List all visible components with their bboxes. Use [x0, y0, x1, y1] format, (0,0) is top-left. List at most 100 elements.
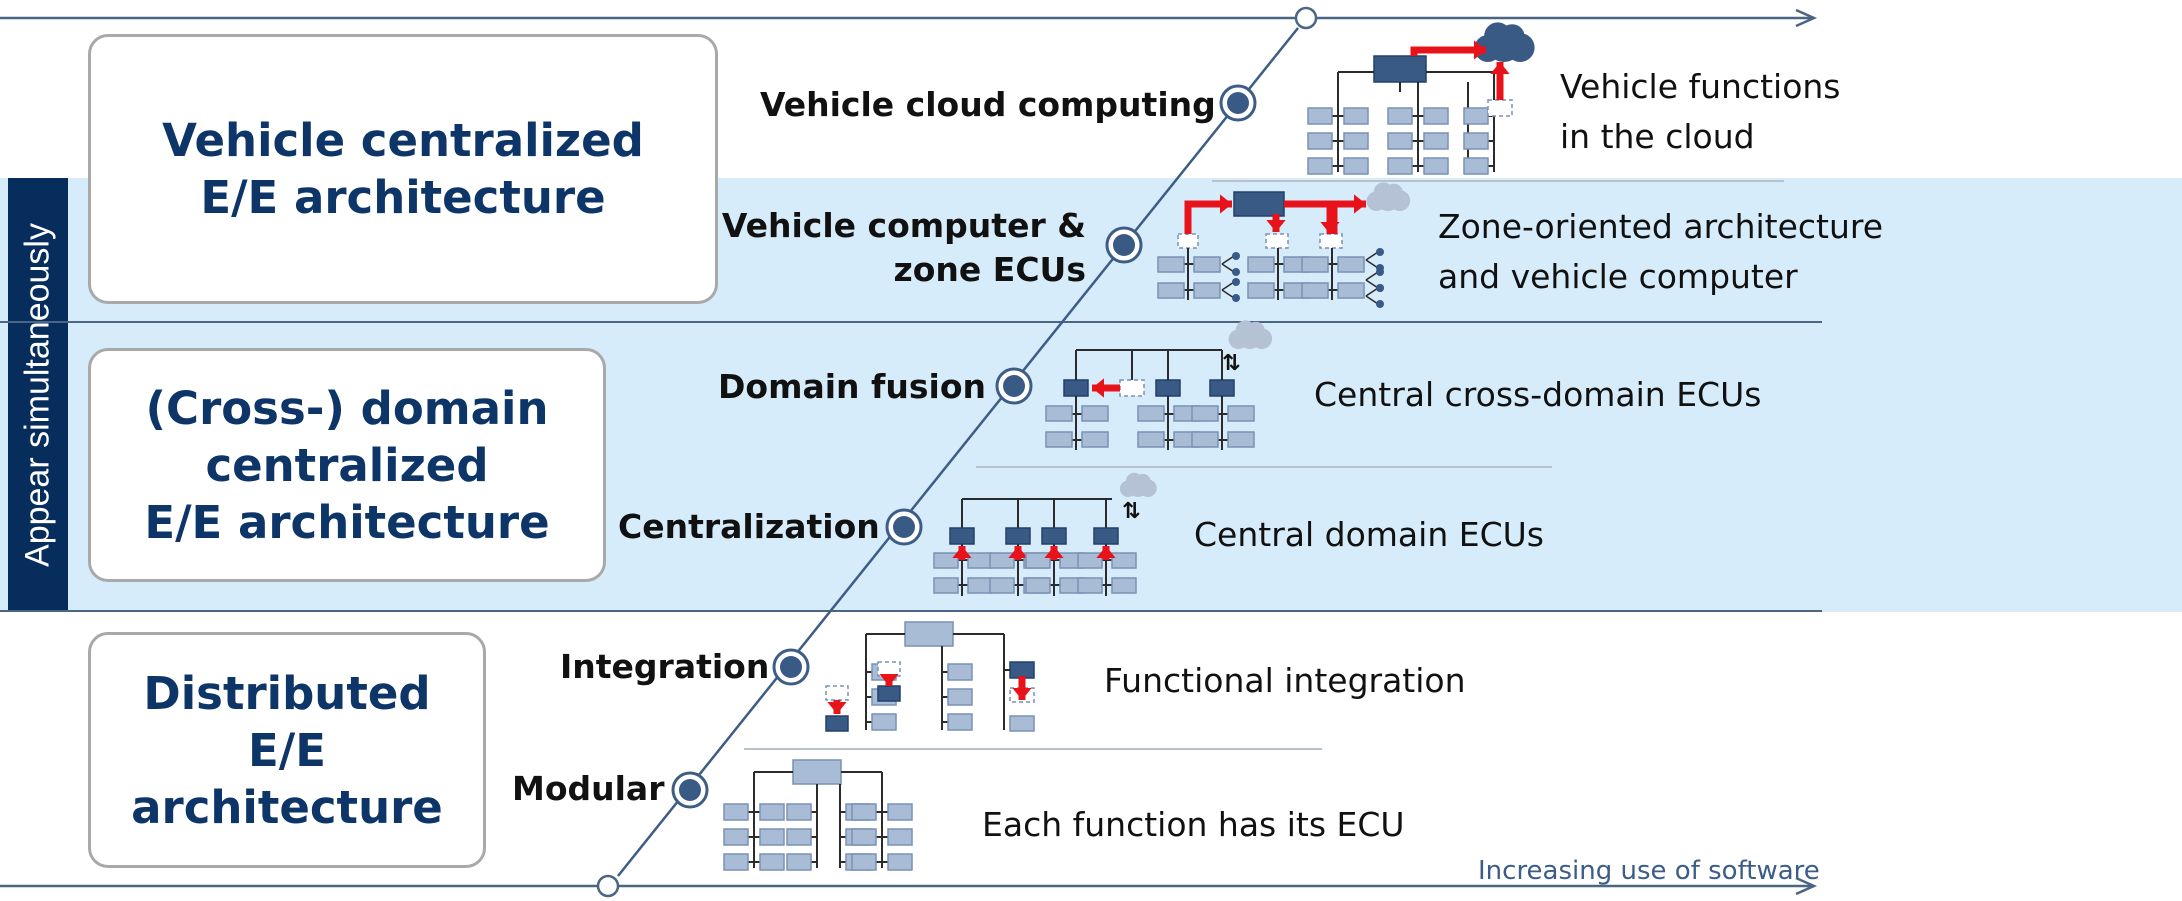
description-line: Functional integration: [1104, 661, 1466, 700]
stage-description-centralization: Central domain ECUs: [1194, 510, 1544, 560]
sensor-link: [1365, 279, 1379, 289]
stage-label-vehicle-cloud-computing: Vehicle cloud computing: [760, 85, 1216, 124]
ecu-unit: [851, 803, 877, 821]
stage-label-domain-fusion: Domain fusion: [718, 367, 986, 406]
stage-marker-dot: [893, 516, 915, 538]
ecu-unit: [1081, 405, 1109, 422]
data-flow-arrowhead: [952, 546, 972, 558]
stage-separator-cloud: [1212, 180, 1784, 182]
sensor-node: [1232, 294, 1240, 302]
ecu-central: [825, 715, 849, 732]
cloud-puff: [1135, 473, 1151, 490]
ecu-unit: [1157, 256, 1185, 273]
ecu-unit: [1193, 282, 1221, 299]
stage-marker: [885, 508, 923, 546]
data-flow-arrowhead: [1092, 378, 1104, 398]
ecu-unit: [1191, 405, 1219, 422]
ecu-placeholder: [1265, 233, 1289, 249]
description-line: Central domain ECUs: [1194, 515, 1544, 554]
description-line: and vehicle computer: [1438, 257, 1798, 296]
ecu-unit: [786, 828, 812, 846]
ecu-unit: [887, 828, 913, 846]
ecu-unit: [1111, 552, 1137, 569]
cloud-puff: [1499, 24, 1525, 50]
ecu-unit: [1423, 132, 1449, 150]
stage-label-vehicle-computer-zone-ecus: Vehicle computer & zone ECUs: [721, 206, 1086, 289]
ecu-gateway: [904, 621, 954, 647]
ecu-unit: [947, 688, 973, 706]
ecu-unit: [723, 828, 749, 846]
sensor-link: [1221, 263, 1235, 273]
ecu-central: [1041, 527, 1067, 545]
ecu-unit: [871, 713, 897, 731]
sensor-link: [1365, 295, 1379, 305]
data-flow-arrow: [1330, 200, 1366, 234]
appear-simultaneously-tab: Appear simultaneously: [8, 178, 68, 612]
ecu-unit: [1111, 577, 1137, 594]
stage-marker: [671, 771, 709, 809]
group-divider-lower: [0, 610, 1822, 612]
sensor-node: [1376, 300, 1384, 308]
ecu-unit: [723, 853, 749, 871]
ecu-unit: [1343, 132, 1369, 150]
ecu-unit: [759, 853, 785, 871]
ecu-placeholder: [825, 685, 849, 701]
group-divider-upper: [0, 321, 1822, 323]
sensor-node: [1376, 268, 1384, 276]
data-flow-arrowhead: [1220, 194, 1232, 214]
ecu-unit: [1025, 577, 1051, 594]
schematic-modular: [723, 759, 913, 871]
group-box-cross-domain: (Cross-) domain centralized E/E architec…: [88, 348, 606, 582]
ecu-unit: [1343, 107, 1369, 125]
sensor-node: [1232, 268, 1240, 276]
data-flow-arrowhead: [1096, 546, 1116, 558]
ecu-unit: [1307, 107, 1333, 125]
group-label-vehicle-centralized: Vehicle centralized E/E architecture: [162, 114, 644, 224]
ecu-unit: [1343, 157, 1369, 175]
group-label-distributed: Distributed E/E architecture: [131, 666, 443, 834]
x-axis-label: Increasing use of software: [1478, 856, 1820, 886]
ecu-unit: [887, 853, 913, 871]
stage-marker: [995, 367, 1033, 405]
ecu-unit: [1045, 405, 1073, 422]
ecu-unit: [1387, 107, 1413, 125]
ecu-unit: [1077, 552, 1103, 569]
ecu-unit: [1423, 107, 1449, 125]
stage-description-domain-fusion: Central cross-domain ECUs: [1314, 370, 1761, 420]
ecu-unit: [933, 552, 959, 569]
ecu-central: [1093, 527, 1119, 545]
schematic-vehicle-computer: [1157, 182, 1411, 308]
sensor-node: [1232, 252, 1240, 260]
stage-marker: [1105, 226, 1143, 264]
ecu-unit: [1301, 282, 1329, 299]
bottom-axis-node: [596, 874, 620, 898]
ecu-central: [1063, 379, 1089, 397]
ecu-unit: [1247, 282, 1275, 299]
ecu-placeholder: [1487, 99, 1513, 117]
data-flow-arrow: [1410, 46, 1486, 56]
stage-marker: [1219, 84, 1257, 122]
ecu-unit: [1077, 577, 1103, 594]
ecu-central: [1155, 379, 1181, 397]
schematic-domain-fusion: ⇅: [1045, 320, 1273, 450]
cloud-icon: [1366, 182, 1411, 212]
ecu-central: [1005, 527, 1031, 545]
data-flow-arrowhead: [1490, 62, 1510, 74]
sensor-link: [1221, 281, 1235, 291]
cloud-icon: [1119, 472, 1157, 498]
ecu-unit: [947, 663, 973, 681]
stage-separator-domain: [976, 466, 1552, 468]
stage-marker-dot: [1003, 375, 1025, 397]
ecu-unit: [723, 803, 749, 821]
data-flow-arrowhead: [1012, 688, 1032, 700]
stage-markers: [671, 84, 1257, 809]
schematic-centralization: ⇅: [933, 472, 1157, 596]
description-line: Zone-oriented architecture: [1438, 207, 1884, 246]
top-axis-node: [1294, 6, 1318, 30]
ecu-unit: [1307, 132, 1333, 150]
ecu-unit: [1423, 157, 1449, 175]
ecu-unit: [759, 828, 785, 846]
sensor-node: [1232, 278, 1240, 286]
ecu-unit: [1227, 431, 1255, 448]
